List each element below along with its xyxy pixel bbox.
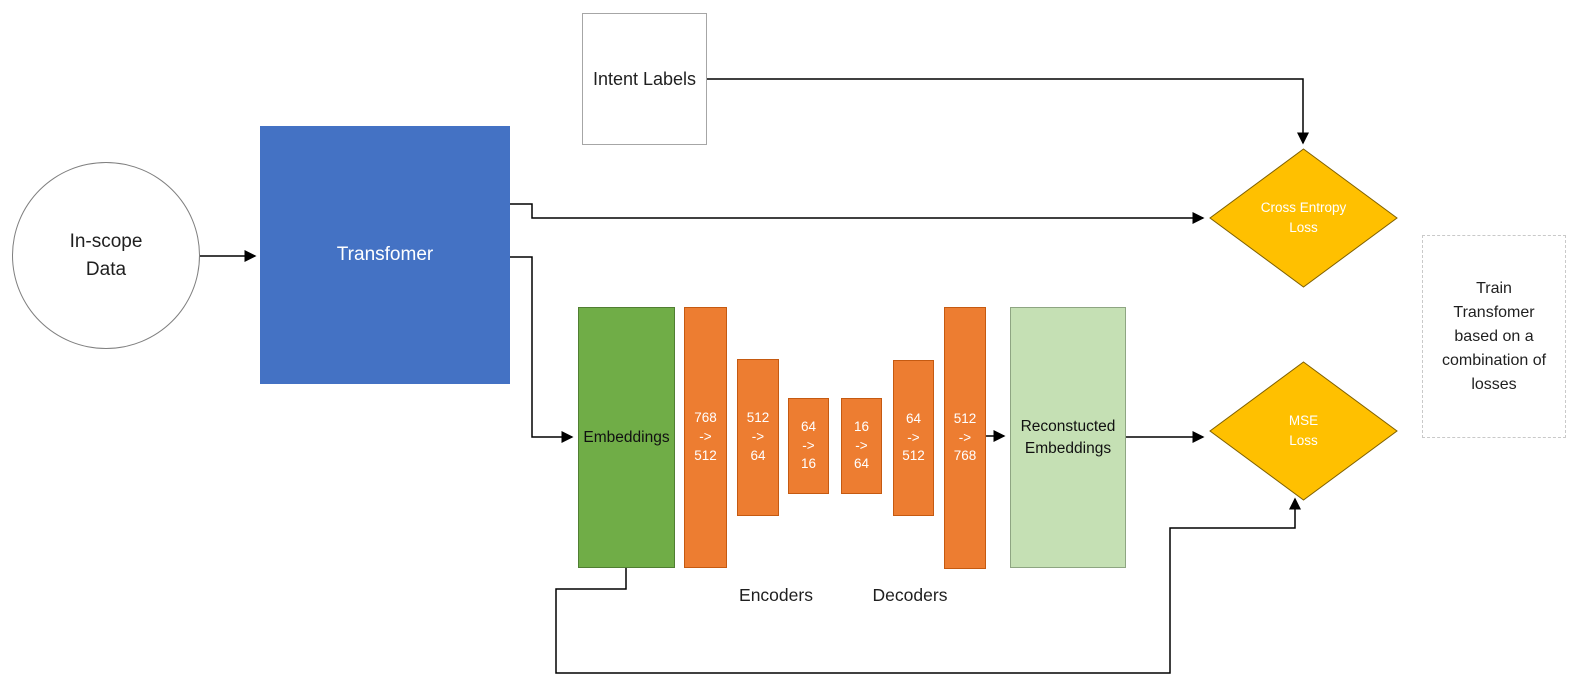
node-in-scope-data: In-scope Data [12,162,200,349]
connector-transformer-to-embeddings [510,256,574,443]
decoders-section-label: Decoders [872,585,948,605]
decoder-bar-64-512: 64 -> 512 [893,360,934,516]
node-transformer: Transfomer [260,126,510,384]
encoder-bar-64-16: 64 -> 16 [788,398,829,494]
encoders-section-label: Encoders [739,585,813,605]
connector-intent-labels-to-cross-entropy [707,78,1309,145]
mse-loss-label: MSE Loss [1288,413,1319,448]
node-embeddings: Embeddings [578,307,675,568]
node-mse-loss: MSE Loss [1209,361,1398,501]
cross-entropy-loss-label: Cross Entropy Loss [1260,200,1347,235]
node-intent-labels: Intent Labels [582,13,707,145]
node-cross-entropy-loss: Cross Entropy Loss [1209,148,1398,288]
decoder-bar-16-64: 16 -> 64 [841,398,882,494]
decoder-bar-512-768: 512 -> 768 [944,307,986,569]
node-train-note: Train Transfomer based on a combination … [1422,235,1566,438]
diamond-shape [1209,361,1398,501]
connector-transformer-to-cross-entropy [510,203,1205,224]
node-reconstructed-embeddings: Reconstucted Embeddings [1010,307,1126,568]
diamond-shape [1209,148,1398,288]
encoder-bar-768-512: 768 -> 512 [684,307,727,568]
encoder-bar-512-64: 512 -> 64 [737,359,779,516]
